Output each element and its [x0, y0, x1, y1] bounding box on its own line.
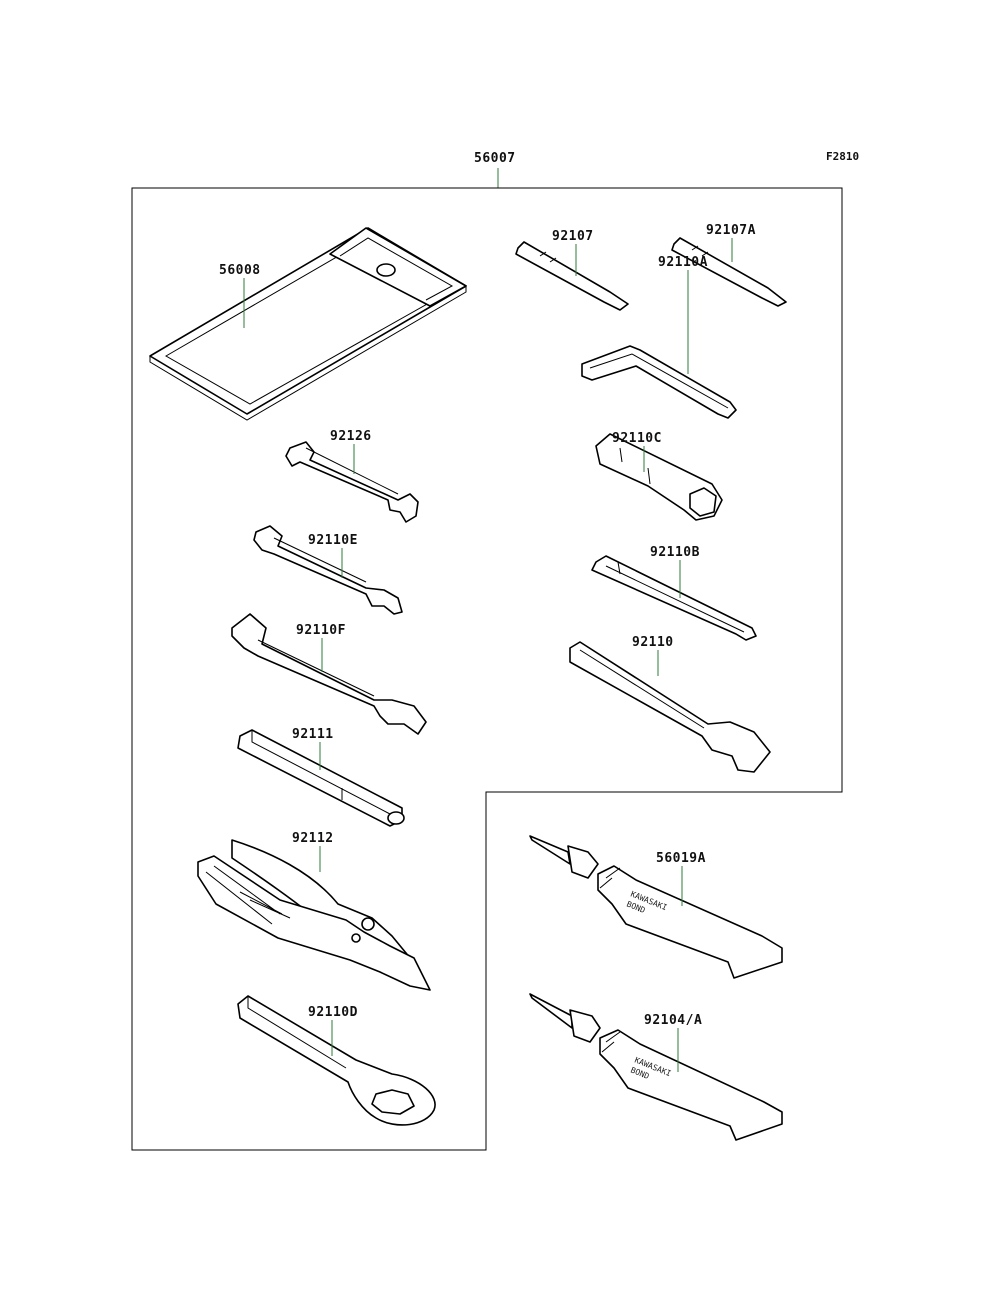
- wrench-92126[interactable]: [285, 441, 419, 523]
- part-label-56007[interactable]: 56007: [474, 151, 516, 166]
- wrench-92110[interactable]: [569, 641, 771, 773]
- screwdriver-92107A[interactable]: [671, 237, 787, 307]
- flat-wrench-92110B[interactable]: [591, 555, 757, 641]
- part-label-92110D[interactable]: 92110D: [308, 1005, 358, 1020]
- part-label-92111[interactable]: 92111: [292, 727, 334, 742]
- part-label-92107[interactable]: 92107: [552, 229, 594, 244]
- part-label-92107A[interactable]: 92107A: [706, 223, 756, 238]
- pliers-92112[interactable]: [197, 839, 431, 991]
- wrench-92110F[interactable]: [231, 613, 427, 735]
- part-label-92110C[interactable]: 92110C: [612, 431, 662, 446]
- tool-bag-56008[interactable]: [149, 227, 467, 421]
- part-label-92110A[interactable]: 92110A: [658, 255, 708, 270]
- box-wrench-92110D[interactable]: [237, 995, 436, 1126]
- wrench-92110E[interactable]: [253, 525, 403, 615]
- assembly-frame: [131, 187, 843, 1151]
- part-label-56019A[interactable]: 56019A: [656, 851, 706, 866]
- bond-tube-56019A[interactable]: KAWASAKI BOND: [529, 835, 783, 979]
- screwdriver-92107[interactable]: [515, 241, 629, 311]
- part-label-56008[interactable]: 56008: [219, 263, 261, 278]
- part-label-92110[interactable]: 92110: [632, 635, 674, 650]
- part-label-92110B[interactable]: 92110B: [650, 545, 700, 560]
- figure-code: F2810: [826, 150, 859, 163]
- bond-tube-92104A[interactable]: KAWASAKI BOND: [529, 993, 783, 1141]
- hex-key-92110A[interactable]: [581, 345, 737, 419]
- plug-wrench-92110C[interactable]: [595, 433, 723, 521]
- part-label-92126[interactable]: 92126: [330, 429, 372, 444]
- part-label-92110F[interactable]: 92110F: [296, 623, 346, 638]
- part-label-92112[interactable]: 92112: [292, 831, 334, 846]
- extension-bar-92111[interactable]: [237, 729, 405, 827]
- part-label-92104A[interactable]: 92104/A: [644, 1013, 702, 1028]
- part-label-92110E[interactable]: 92110E: [308, 533, 358, 548]
